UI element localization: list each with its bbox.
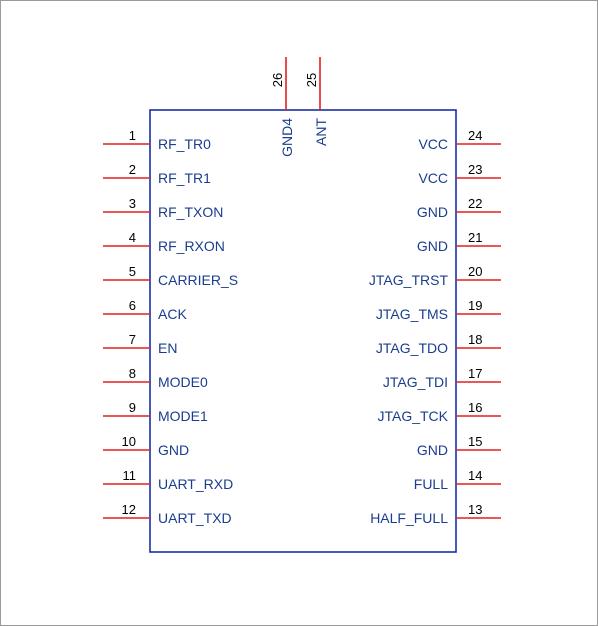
pin-number: 12 bbox=[122, 502, 136, 517]
pin-label: MODE0 bbox=[158, 374, 208, 390]
pin-label: FULL bbox=[414, 476, 448, 492]
pin-number: 17 bbox=[468, 366, 482, 381]
pin-label: GND bbox=[417, 238, 448, 254]
pin-label: RF_TR0 bbox=[158, 136, 211, 152]
pin-number: 25 bbox=[304, 73, 319, 87]
pin-number: 24 bbox=[468, 128, 482, 143]
pin-label: CARRIER_S bbox=[158, 272, 238, 288]
pin-label: JTAG_TDO bbox=[376, 340, 448, 356]
pin-number: 20 bbox=[468, 264, 482, 279]
pin-label: GND4 bbox=[279, 118, 295, 157]
pin-number: 18 bbox=[468, 332, 482, 347]
pin-number: 2 bbox=[129, 162, 136, 177]
pin-number: 11 bbox=[123, 468, 137, 483]
pin-label: ANT bbox=[313, 118, 329, 146]
pin-number: 7 bbox=[129, 332, 136, 347]
pin-label: RF_RXON bbox=[158, 238, 225, 254]
pin-number: 10 bbox=[122, 434, 136, 449]
pin-label: RF_TR1 bbox=[158, 170, 211, 186]
pin-label: VCC bbox=[418, 136, 448, 152]
pin-number: 3 bbox=[129, 196, 136, 211]
pin-label: GND bbox=[417, 442, 448, 458]
pin-label: EN bbox=[158, 340, 177, 356]
pin-label: JTAG_TDI bbox=[383, 374, 448, 390]
pin-number: 5 bbox=[129, 264, 136, 279]
pin-number: 23 bbox=[468, 162, 482, 177]
pin-number: 8 bbox=[129, 366, 136, 381]
pin-label: JTAG_TCK bbox=[377, 408, 448, 424]
pin-number: 26 bbox=[270, 73, 285, 87]
pin-number: 9 bbox=[129, 400, 136, 415]
component-body bbox=[149, 109, 457, 553]
left-pin-group: 1RF_TR0 2RF_TR1 3RF_TXON 4RF_RXON 5CARRIER_S… bbox=[103, 128, 238, 526]
pin-label: RF_TXON bbox=[158, 204, 223, 220]
pin-number: 6 bbox=[129, 298, 136, 313]
pin-label: UART_RXD bbox=[158, 476, 233, 492]
pin-label: MODE1 bbox=[158, 408, 208, 424]
pin-label: VCC bbox=[418, 170, 448, 186]
pin-label: HALF_FULL bbox=[370, 510, 448, 526]
pin-number: 21 bbox=[468, 230, 482, 245]
pin-number: 14 bbox=[468, 468, 482, 483]
pin-number: 4 bbox=[129, 230, 136, 245]
pin-label: JTAG_TRST bbox=[369, 272, 449, 288]
right-pin-group: 24VCC23VCC22GND21GND20JTAG_TRST19JTAG_TM… bbox=[369, 128, 501, 526]
pin-number: 19 bbox=[468, 298, 482, 313]
pin-number: 15 bbox=[468, 434, 482, 449]
pin-label: UART_TXD bbox=[158, 510, 232, 526]
pin-number: 16 bbox=[468, 400, 482, 415]
pin-label: ACK bbox=[158, 306, 187, 322]
pin-number: 13 bbox=[468, 502, 482, 517]
pin-label: GND bbox=[158, 442, 189, 458]
pin-number: 1 bbox=[129, 128, 136, 143]
pin-label: JTAG_TMS bbox=[376, 306, 448, 322]
pin-label: GND bbox=[417, 204, 448, 220]
pin-number: 22 bbox=[468, 196, 482, 211]
